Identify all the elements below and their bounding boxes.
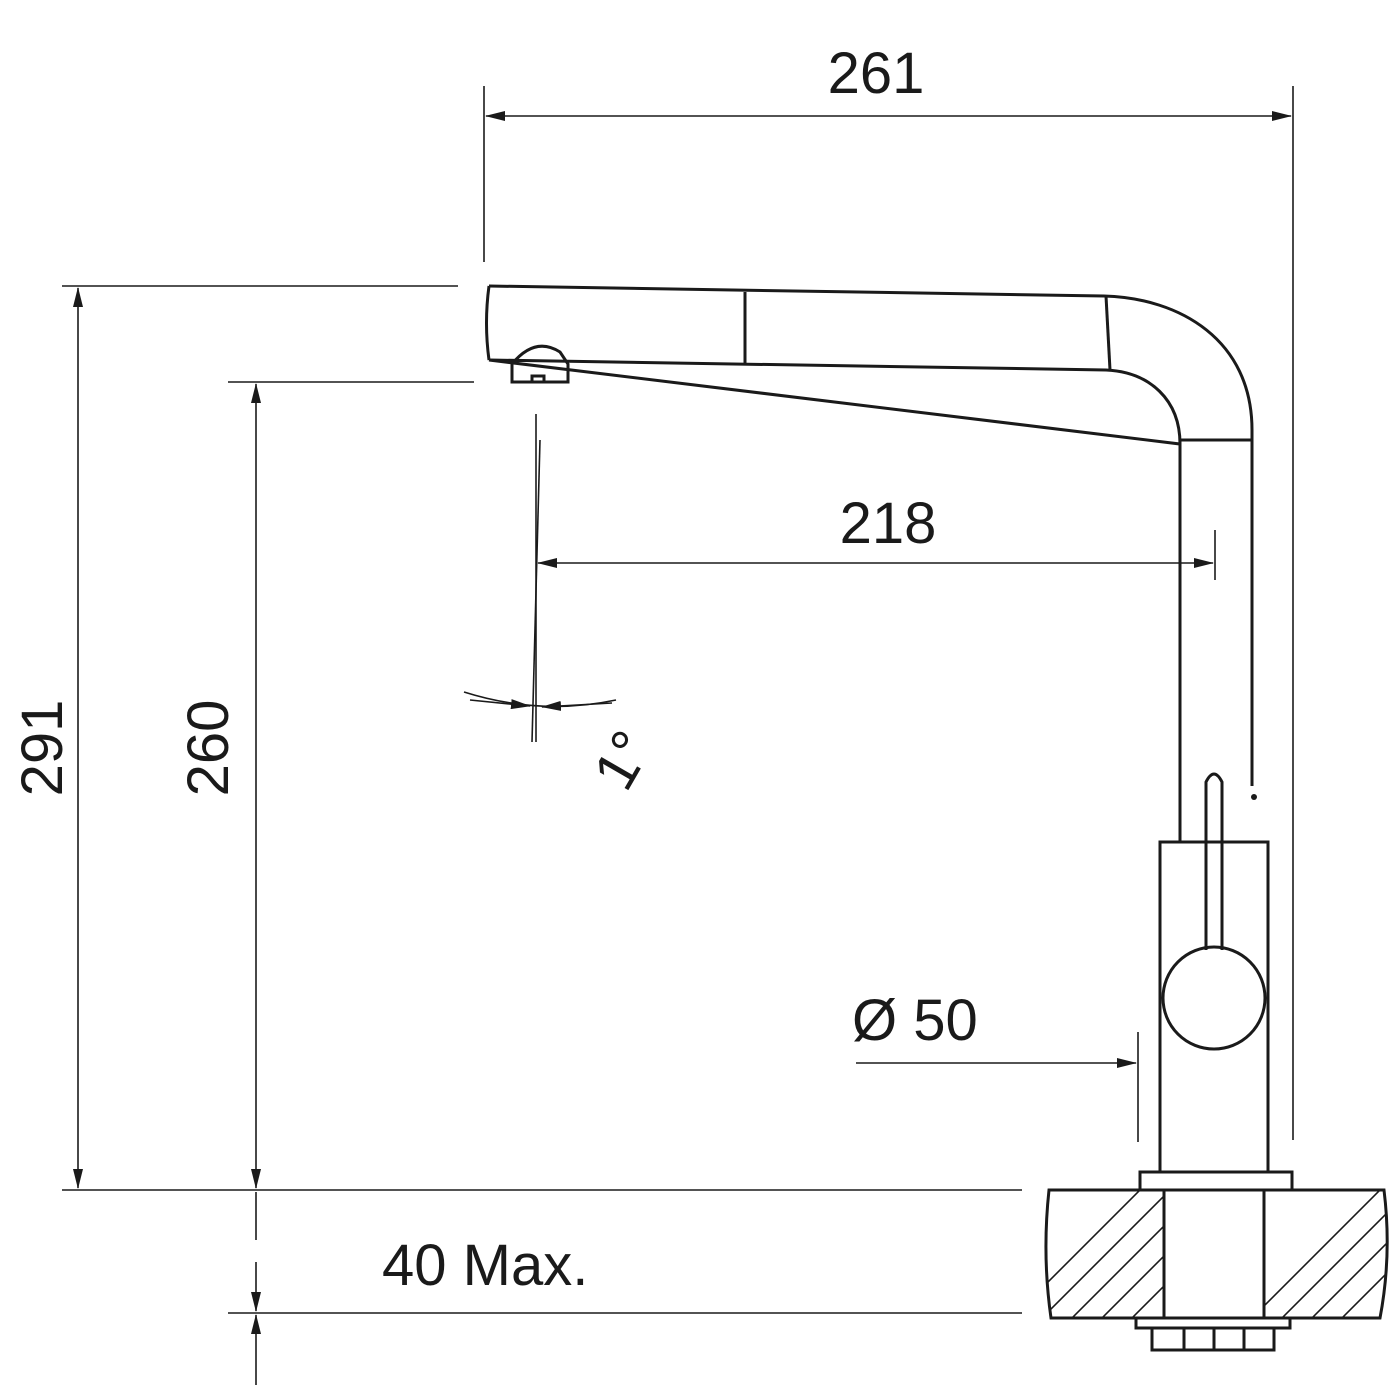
fixing-nut bbox=[1150, 1326, 1276, 1352]
overall-width-label: 261 bbox=[828, 41, 925, 106]
dimension-max-thickness: 40 Max. bbox=[251, 1192, 588, 1385]
dimension-spout-height: 260 bbox=[176, 383, 261, 1189]
reach-label: 218 bbox=[840, 491, 937, 556]
swivel-angle-label: 1° bbox=[581, 720, 665, 801]
dimension-base-diameter: Ø 50 bbox=[852, 988, 1137, 1068]
spout bbox=[488, 284, 1254, 786]
spout-height-label: 260 bbox=[176, 700, 241, 797]
faucet bbox=[485, 284, 1294, 1192]
max-thickness-label: 40 Max. bbox=[382, 1233, 588, 1298]
handle-lever bbox=[1204, 772, 1224, 950]
dimension-overall-height: 291 bbox=[10, 287, 83, 1189]
aerator bbox=[510, 344, 570, 384]
dimension-reach: 218 bbox=[537, 491, 1214, 568]
dimension-swivel-angle: 1° bbox=[463, 691, 665, 801]
extension-lines bbox=[62, 86, 1294, 1314]
overall-height-label: 291 bbox=[10, 700, 75, 797]
handle-knob bbox=[1161, 945, 1267, 1051]
countertop-section bbox=[1044, 1188, 1389, 1352]
base-diameter-label: Ø 50 bbox=[852, 988, 978, 1053]
dimension-overall-width: 261 bbox=[485, 41, 1292, 121]
mixer-body bbox=[1158, 840, 1270, 1174]
base-flange bbox=[1138, 1170, 1294, 1192]
